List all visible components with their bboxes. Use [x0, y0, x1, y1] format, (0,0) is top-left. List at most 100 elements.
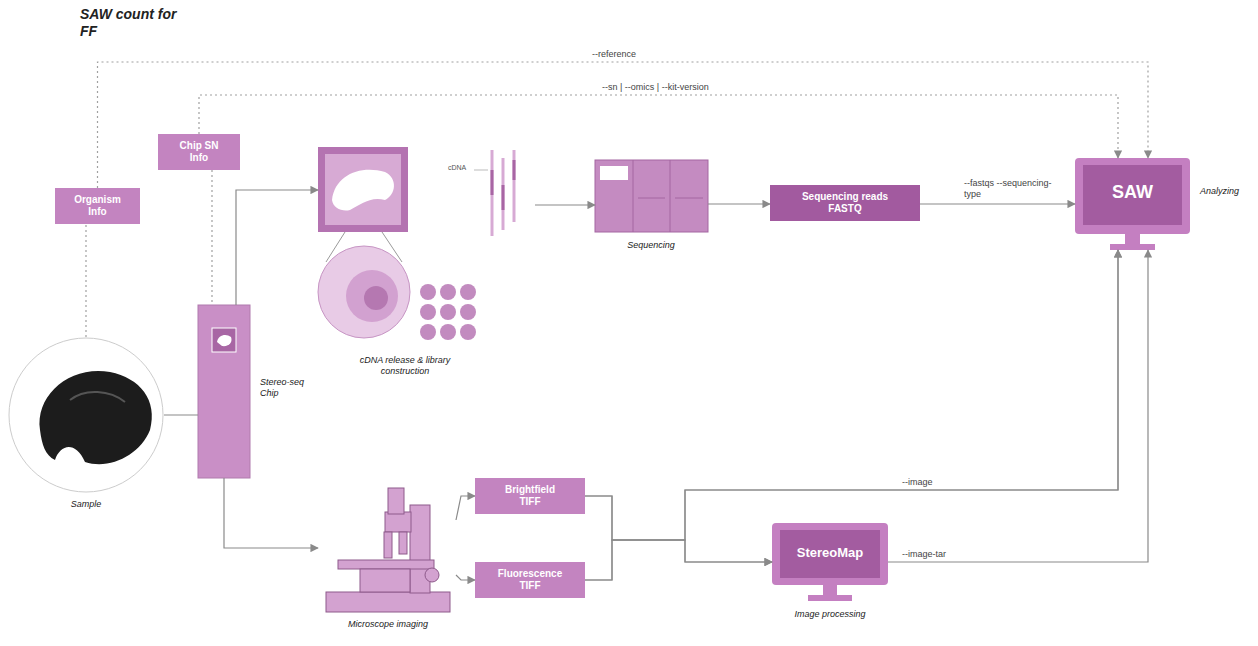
illustration-circle	[420, 304, 436, 320]
illustration-rect	[318, 147, 408, 232]
illustration-rect	[212, 328, 236, 352]
illustration-rect	[600, 166, 628, 180]
illustration-g	[420, 284, 476, 340]
connector-line	[585, 540, 772, 580]
connector-line	[236, 190, 318, 305]
illustration-rect	[388, 488, 404, 514]
illustration-circle	[440, 324, 456, 340]
illustration-line	[513, 160, 516, 180]
caption-label: Image processing	[772, 609, 888, 620]
connector-line	[98, 62, 1149, 188]
illustration-line	[675, 198, 703, 199]
connector-line	[708, 203, 770, 204]
process-box: Brightfield TIFF	[475, 478, 585, 514]
illustration-g	[492, 150, 514, 236]
illustration-circle	[425, 568, 439, 582]
illustration-line	[633, 160, 634, 232]
diagram-title: SAW count for FF	[80, 6, 180, 40]
illustration-rect	[808, 595, 852, 601]
edge-label: --reference	[590, 49, 638, 60]
figure-node: Stereo-seq Chip	[198, 305, 250, 478]
illustration-rect	[1125, 234, 1140, 244]
illustration-rect	[399, 532, 407, 554]
illustration-line	[491, 150, 494, 236]
illustration-g	[326, 488, 450, 612]
illustration-circle	[420, 284, 436, 300]
figure-node: StereoMapImage processing	[772, 523, 888, 603]
edge-label: --fastqs --sequencing-type	[962, 178, 1061, 200]
box-label: Fluorescence TIFF	[494, 568, 566, 592]
illustration-path	[332, 170, 394, 211]
illustration-line	[474, 170, 488, 171]
connector-line	[585, 496, 772, 562]
illustration-circle	[460, 304, 476, 320]
caption-label: Analyzing	[1200, 186, 1252, 197]
illustration-circle	[440, 304, 456, 320]
illustration-path	[40, 371, 152, 464]
edge-label: --image	[900, 477, 935, 488]
box-label: Organism Info	[70, 194, 125, 218]
connector-line	[224, 478, 318, 548]
caption-label: Microscope imaging	[318, 619, 458, 630]
illustration-circle	[346, 270, 398, 322]
illustration-rect	[385, 512, 411, 532]
illustration-rect	[823, 585, 837, 595]
caption-label: Stereo-seq Chip	[260, 377, 310, 399]
illustration-line	[502, 158, 505, 230]
connector-line	[164, 414, 198, 415]
box-label: Brightfield TIFF	[498, 484, 563, 508]
connector-line	[85, 224, 86, 337]
connector-line	[585, 250, 1118, 540]
illustration-circle	[440, 284, 456, 300]
figure-node: Microscope imaging	[318, 485, 458, 615]
illustration-circle	[460, 284, 476, 300]
illustration-rect	[595, 160, 708, 232]
process-box: Chip SN Info	[158, 134, 240, 170]
illustration-line	[502, 185, 505, 210]
illustration-line	[638, 198, 665, 199]
figure-node: SAWAnalyzing	[1075, 158, 1190, 250]
illustration-circle	[420, 324, 436, 340]
illustration-line	[670, 160, 671, 232]
connector-line	[535, 204, 595, 205]
illustration-rect	[772, 523, 888, 585]
illustration-line	[513, 150, 516, 222]
figure-node: Sequencing	[595, 160, 708, 232]
illustration-circle	[364, 286, 388, 310]
box-label: Chip SN Info	[175, 140, 223, 164]
connector-line	[199, 95, 1118, 158]
illustration-rect	[326, 592, 450, 612]
connector-line	[585, 250, 1118, 580]
caption-label: cDNA release & library construction	[355, 355, 455, 377]
connector-line	[456, 496, 475, 520]
illustration-line	[491, 170, 494, 195]
illustration-rect	[360, 569, 410, 592]
box-label: Sequencing reads FASTQ	[795, 191, 895, 215]
illustration-rect	[1075, 158, 1190, 234]
connector-line	[888, 250, 1148, 562]
process-box: Organism Info	[55, 188, 140, 224]
illustration-path	[70, 392, 125, 402]
figure-node: cDNA release & library construction	[318, 145, 535, 393]
annotation-label: cDNA	[448, 164, 466, 172]
illustration-path	[217, 335, 232, 346]
screen-label: StereoMap	[772, 545, 888, 561]
illustration-circle	[318, 246, 410, 338]
caption-label: Sequencing	[601, 240, 701, 251]
illustration-rect	[325, 154, 401, 225]
illustration-rect	[198, 305, 250, 478]
figure-node: Sample	[8, 337, 164, 493]
process-box: Sequencing reads FASTQ	[770, 185, 920, 221]
screen-label: SAW	[1075, 182, 1190, 204]
connector-line	[920, 203, 1075, 204]
connector-line	[211, 170, 212, 305]
illustration-rect	[1110, 244, 1155, 250]
connector-line	[456, 575, 475, 580]
process-box: Fluorescence TIFF	[475, 562, 585, 598]
illustration-circle	[9, 338, 163, 492]
edge-label: --sn | --omics | --kit-version	[600, 82, 711, 93]
illustration-rect	[338, 560, 434, 569]
caption-label: Sample	[51, 499, 121, 510]
